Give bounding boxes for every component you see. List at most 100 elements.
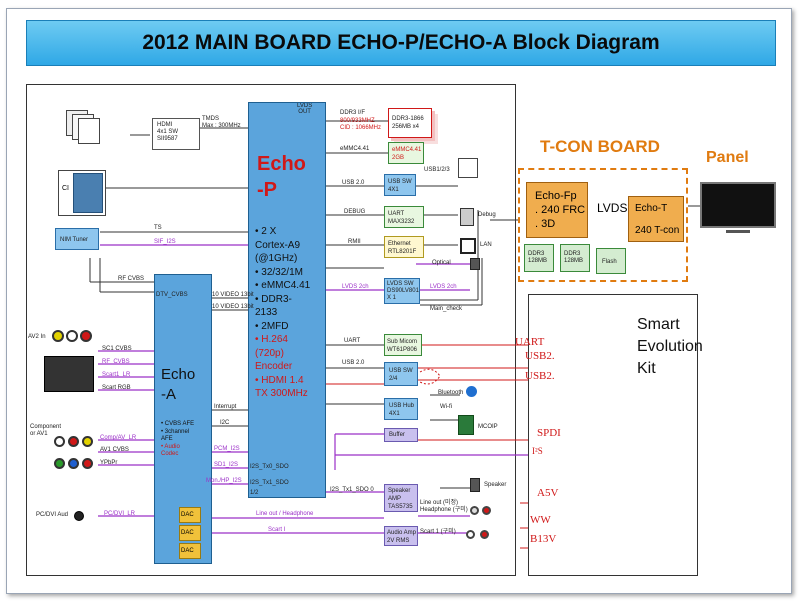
ddr3-if-label: DDR3 I/F (340, 110, 366, 116)
ci-card-icon (73, 173, 103, 213)
echo-a-chip: Echo -A • CVBS AFE • 3channel AFE • Audi… (154, 274, 212, 564)
rca-yellow-icon (52, 330, 64, 342)
kit-signal-label: USB2. (525, 370, 555, 382)
echo-fp-label: Echo-Fp . 240 FRC . 3D (535, 190, 586, 230)
rca-red-icon (480, 530, 489, 539)
speaker-amp-chip: Speaker AMP TAS5735 (384, 484, 418, 512)
video-label: 10 VIDEO 13bit (212, 304, 254, 310)
ddr3-tcon-label: DDR3 128MB (564, 251, 584, 264)
panel-label: Panel (706, 149, 749, 166)
echo-t-label: Echo-T 240 T-con (635, 203, 680, 236)
speaker-icon (470, 478, 480, 492)
feature-line-red: (720p) (255, 347, 284, 359)
half-label: 1/2 (250, 490, 259, 496)
ci-slot: CI (58, 170, 106, 216)
ethernet-label: Ethernet RTL8201F (388, 241, 417, 255)
lineout-headphone-label: Line out / Headphone (256, 511, 314, 517)
pc-dvi-lr-label: PC/DVI_LR (104, 511, 136, 517)
mon-hp-i2s-label: Mon./HP_I2S (206, 478, 242, 484)
sif-label: SIF_I2S (154, 239, 176, 245)
kit-signal-label: USB2. (525, 350, 555, 362)
tmds-label: TMDS Max : 300MHz (202, 116, 241, 129)
flash-label: Flash (602, 259, 617, 265)
echo-a-name: Echo -A (161, 366, 196, 403)
tcon-heading: T-CON BOARD (540, 137, 660, 156)
echo-fp-chip: Echo-Fp . 240 FRC . 3D (526, 182, 588, 238)
lvds-label: LVDS (597, 201, 628, 215)
kit-signal-label: WW (530, 514, 551, 526)
scart-i-label: Scart I (268, 527, 286, 533)
ddr3-label: DDR3-1866 256MB x4 (392, 116, 424, 130)
feature-line: • DDR3- (255, 293, 292, 305)
panel-tv-icon (700, 182, 776, 228)
interrupt-label: Interrupt (214, 404, 237, 410)
lvds-2ch-label: LVDS 2ch (430, 284, 457, 290)
usb20b-label: USB 2.0 (342, 360, 365, 366)
kit-signal-label: UART (515, 336, 545, 348)
rca-red-icon (68, 436, 79, 447)
nim-tuner: NIM Tuner (55, 228, 99, 250)
usb-switch-label: USB SW 4X1 (388, 179, 412, 193)
echo-p-lvds-out: LVDS OUT (297, 103, 313, 115)
feature-line: • CVBS AFE (161, 421, 195, 427)
ddr3-tcon-label: DDR3 128MB (528, 251, 548, 264)
pc-dvi-aud-label: PC/DVI Aud (36, 512, 69, 518)
rca-red-icon (82, 458, 93, 469)
debug-label: Debug (478, 212, 496, 218)
av2-label: AV2 In (28, 334, 46, 340)
bluetooth-label: Bluetooth (438, 390, 464, 396)
debug-left-label: DEBUG (344, 209, 366, 215)
audio-jack-icon (74, 511, 84, 521)
ddr3-tcon-chip: DDR3 128MB (524, 244, 554, 272)
buffer-chip: Buffer (384, 428, 418, 442)
ci-label: CI (62, 185, 69, 192)
dac-label: DAC (181, 512, 194, 518)
title-banner: 2012 MAIN BOARD ECHO-P/ECHO-A Block Diag… (26, 20, 776, 66)
i2s-tx1-sdo0-label: I2S_Tx1_SDO 0 (330, 487, 374, 493)
optical-label: Optical (432, 260, 451, 266)
smart-kit-label: Smart Evolution Kit (637, 316, 703, 377)
hdmi-switch: HDMI 4x1 SW SII9587 (152, 118, 200, 150)
component-label: Component or AV1 (30, 424, 62, 437)
sub-micom-chip: Sub Micom WT61P806 (384, 334, 422, 356)
speaker-label: Speaker (484, 482, 507, 488)
echo-a-features: • CVBS AFE • 3channel AFE • Audio Codec (161, 421, 194, 459)
dac-label: DAC (181, 530, 194, 536)
usb-port-icon (458, 158, 478, 178)
lvds-2ch-label: LVDS 2ch (342, 284, 369, 290)
feature-line-red: • HDMI 1.4 (255, 374, 304, 386)
dac-chip: DAC (179, 525, 201, 541)
mcoip-label: MCOIP (478, 424, 498, 430)
echo-p-features: • 2 X Cortex-A9 (@1GHz) • 32/32/1M • eMM… (255, 225, 310, 401)
feature-line: • 2MFD (255, 320, 289, 332)
feature-line-red: Encoder (255, 361, 293, 372)
smart-evolution-kit (528, 294, 698, 576)
feature-line: • 2 X (255, 226, 277, 237)
dtv-cvbs-label: DTV_CVBS (156, 292, 188, 298)
rmii-label: RMII (348, 239, 361, 245)
lan-label: LAN (480, 242, 492, 248)
nim-tuner-label: NIM Tuner (60, 237, 89, 243)
hdmi-switch-label: HDMI 4x1 SW SII9587 (157, 122, 179, 142)
rca-white-icon (466, 530, 475, 539)
emmc-label: eMMC4.41 2GB (392, 147, 422, 161)
scart-rgb-label: Scart RGB (102, 385, 131, 391)
rca-white-icon (66, 330, 78, 342)
lvds-switch-label: LVDS SW DS90LV801 X 1 (387, 281, 419, 301)
rca-yellow-icon (82, 436, 93, 447)
lineout-hp-label: Line out (미정) Headphone (구미) (420, 500, 468, 513)
debug-port-icon (460, 208, 474, 226)
usb123-label: USB1/2/3 (424, 167, 450, 173)
feature-line: • 32/32/1M (255, 266, 303, 278)
uart-label: UART MAX3232 (388, 211, 415, 225)
dac-chip: DAC (179, 543, 201, 559)
rf-cvbs-label: RF CVBS (118, 276, 145, 282)
kit-signal-label: A5V (537, 487, 559, 499)
feature-line: 2133 (255, 307, 278, 318)
audio-amp-label: Audio Amp 2V RMS (387, 530, 417, 544)
kit-signal-label: I²S (532, 446, 543, 456)
ddr3-chip: DDR3-1866 256MB x4 (388, 108, 432, 138)
i2s-tx1-label: I2S_Tx1_SDO (250, 480, 289, 486)
scart-connector-icon (44, 356, 94, 392)
usb-switch: USB SW 4X1 (384, 174, 416, 196)
